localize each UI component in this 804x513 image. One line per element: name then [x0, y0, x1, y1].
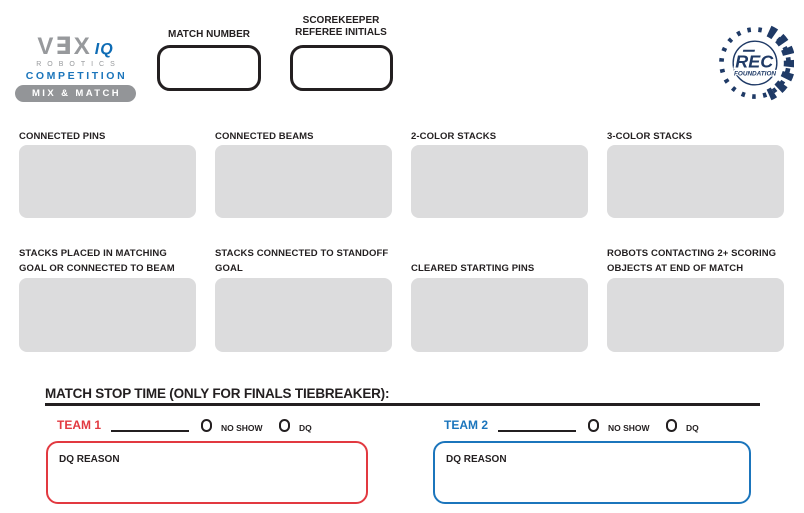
team-2-no-show-checkbox[interactable] — [588, 419, 599, 432]
team-1-dq-checkbox[interactable] — [279, 419, 290, 432]
score-field-label: ROBOTS CONTACTING 2+ SCORING OBJECTS AT … — [607, 248, 777, 274]
rec-text: REC — [735, 52, 774, 72]
team-1-dq-label: DQ — [299, 423, 312, 433]
score-field-input-box[interactable] — [411, 145, 588, 218]
score-field-input-box[interactable] — [19, 278, 196, 352]
team-1-label: TEAM 1 — [57, 418, 102, 432]
team-2-dq-label: DQ — [686, 423, 699, 433]
match-number-label: MATCH NUMBER — [167, 29, 251, 40]
team-2-no-show-label: NO SHOW — [608, 423, 650, 433]
score-field-connected-beams: CONNECTED BEAMS — [215, 130, 392, 218]
team-1-section: TEAM 1 NO SHOW DQ DQ REASON — [46, 412, 368, 508]
rec-foundation-logo: REC FOUNDATION — [716, 24, 796, 102]
vex-iq-competition-logo: V∃X IQ ROBOTICS COMPETITION MIX & MATCH — [15, 33, 136, 102]
team-1-no-show-label: NO SHOW — [221, 423, 263, 433]
scorekeeper-label-line2: REFEREE INITIALS — [295, 27, 387, 38]
team-2-dq-reason-box[interactable]: DQ REASON — [433, 441, 751, 504]
score-field-robots-contacting-objects: ROBOTS CONTACTING 2+ SCORING OBJECTS AT … — [607, 244, 784, 352]
match-stop-time-rule — [45, 403, 760, 406]
match-number-input-box[interactable] — [157, 45, 261, 91]
team-1-no-show-checkbox[interactable] — [201, 419, 212, 432]
score-field-input-box[interactable] — [19, 145, 196, 218]
score-field-3-color-stacks: 3-COLOR STACKS — [607, 130, 784, 218]
score-field-stacks-matching-goal-or-beam: STACKS PLACED IN MATCHING GOAL OR CONNEC… — [19, 244, 196, 352]
vex-iq-mark: IQ — [94, 41, 114, 58]
score-field-label: STACKS PLACED IN MATCHING GOAL OR CONNEC… — [19, 248, 175, 274]
score-field-label: CLEARED STARTING PINS — [411, 263, 535, 274]
team-2-dq-reason-label: DQ REASON — [446, 454, 507, 465]
season-badge-mix-and-match: MIX & MATCH — [15, 85, 136, 102]
team-1-number-write-line[interactable] — [111, 419, 189, 432]
scorekeeper-label-line1: SCOREKEEPER — [302, 15, 380, 26]
team-2-dq-checkbox[interactable] — [666, 419, 677, 432]
score-field-label: CONNECTED PINS — [19, 131, 106, 142]
score-field-input-box[interactable] — [411, 278, 588, 352]
score-field-input-box[interactable] — [607, 145, 784, 218]
scorekeeper-referee-initials-label: SCOREKEEPER REFEREE INITIALS — [283, 15, 399, 39]
scorekeeper-initials-input-box[interactable] — [290, 45, 393, 91]
score-field-input-box[interactable] — [607, 278, 784, 352]
score-field-label: 2-COLOR STACKS — [411, 131, 497, 142]
score-field-label: STACKS CONNECTED TO STANDOFF GOAL — [215, 248, 389, 274]
score-grid-row-1: CONNECTED PINS CONNECTED BEAMS 2-COLOR S… — [19, 130, 784, 218]
score-field-input-box[interactable] — [215, 278, 392, 352]
team-1-dq-reason-label: DQ REASON — [59, 454, 120, 465]
team-1-dq-reason-box[interactable]: DQ REASON — [46, 441, 368, 504]
score-field-connected-pins: CONNECTED PINS — [19, 130, 196, 218]
vex-robotics-text: ROBOTICS — [36, 61, 121, 68]
score-field-input-box[interactable] — [215, 145, 392, 218]
score-grid-row-2: STACKS PLACED IN MATCHING GOAL OR CONNEC… — [19, 244, 784, 352]
score-field-stacks-standoff-goal: STACKS CONNECTED TO STANDOFF GOAL — [215, 244, 392, 352]
team-2-section: TEAM 2 NO SHOW DQ DQ REASON — [433, 412, 751, 508]
match-stop-time-title: MATCH STOP TIME (ONLY FOR FINALS TIEBREA… — [45, 386, 390, 401]
team-2-label: TEAM 2 — [444, 418, 489, 432]
score-field-2-color-stacks: 2-COLOR STACKS — [411, 130, 588, 218]
team-2-number-write-line[interactable] — [498, 419, 576, 432]
vex-competition-text: COMPETITION — [25, 70, 128, 82]
score-field-label: 3-COLOR STACKS — [607, 131, 693, 142]
vex-wordmark: V∃X — [37, 33, 92, 60]
foundation-text: FOUNDATION — [734, 70, 776, 77]
score-field-label: CONNECTED BEAMS — [215, 131, 314, 142]
score-field-cleared-starting-pins: CLEARED STARTING PINS — [411, 244, 588, 352]
